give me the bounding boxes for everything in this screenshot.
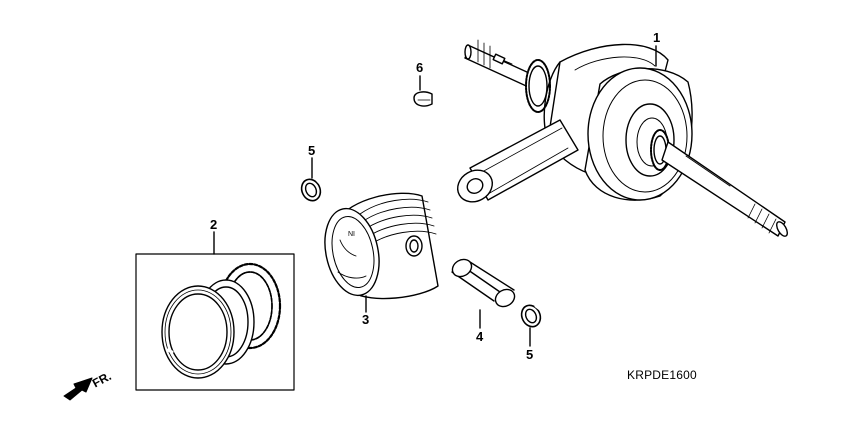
callout-clip-lower: 5 <box>526 347 534 362</box>
callout-crankshaft: 1 <box>653 30 661 45</box>
piston-pin-clip-upper[interactable] <box>298 157 324 204</box>
callout-woodruff-key: 6 <box>416 60 424 75</box>
ring-set-frame <box>135 253 295 391</box>
piston[interactable]: NI <box>317 192 439 313</box>
connecting-rod <box>457 119 579 203</box>
piston-pin-clip-lower[interactable] <box>518 302 544 347</box>
crankshaft-right-web <box>584 67 693 201</box>
callout-clip-upper: 5 <box>308 143 316 158</box>
callout-piston: 3 <box>362 312 370 327</box>
woodruff-key[interactable] <box>413 75 433 107</box>
drawing-code: KRPDE1600 <box>627 368 697 382</box>
piston-pin[interactable] <box>449 256 517 329</box>
piston-ring-set[interactable] <box>135 231 295 391</box>
piston-marking: NI <box>348 231 355 238</box>
crankshaft-drive-gear <box>525 59 551 113</box>
crankshaft-right-shaft <box>661 141 788 237</box>
callout-piston-ring-set: 2 <box>210 217 218 232</box>
crankshaft-left-shaft <box>464 39 541 91</box>
top-ring <box>161 285 235 379</box>
callout-piston-pin: 4 <box>476 329 484 344</box>
crankshaft[interactable] <box>452 39 790 238</box>
front-direction-arrow <box>63 377 93 401</box>
